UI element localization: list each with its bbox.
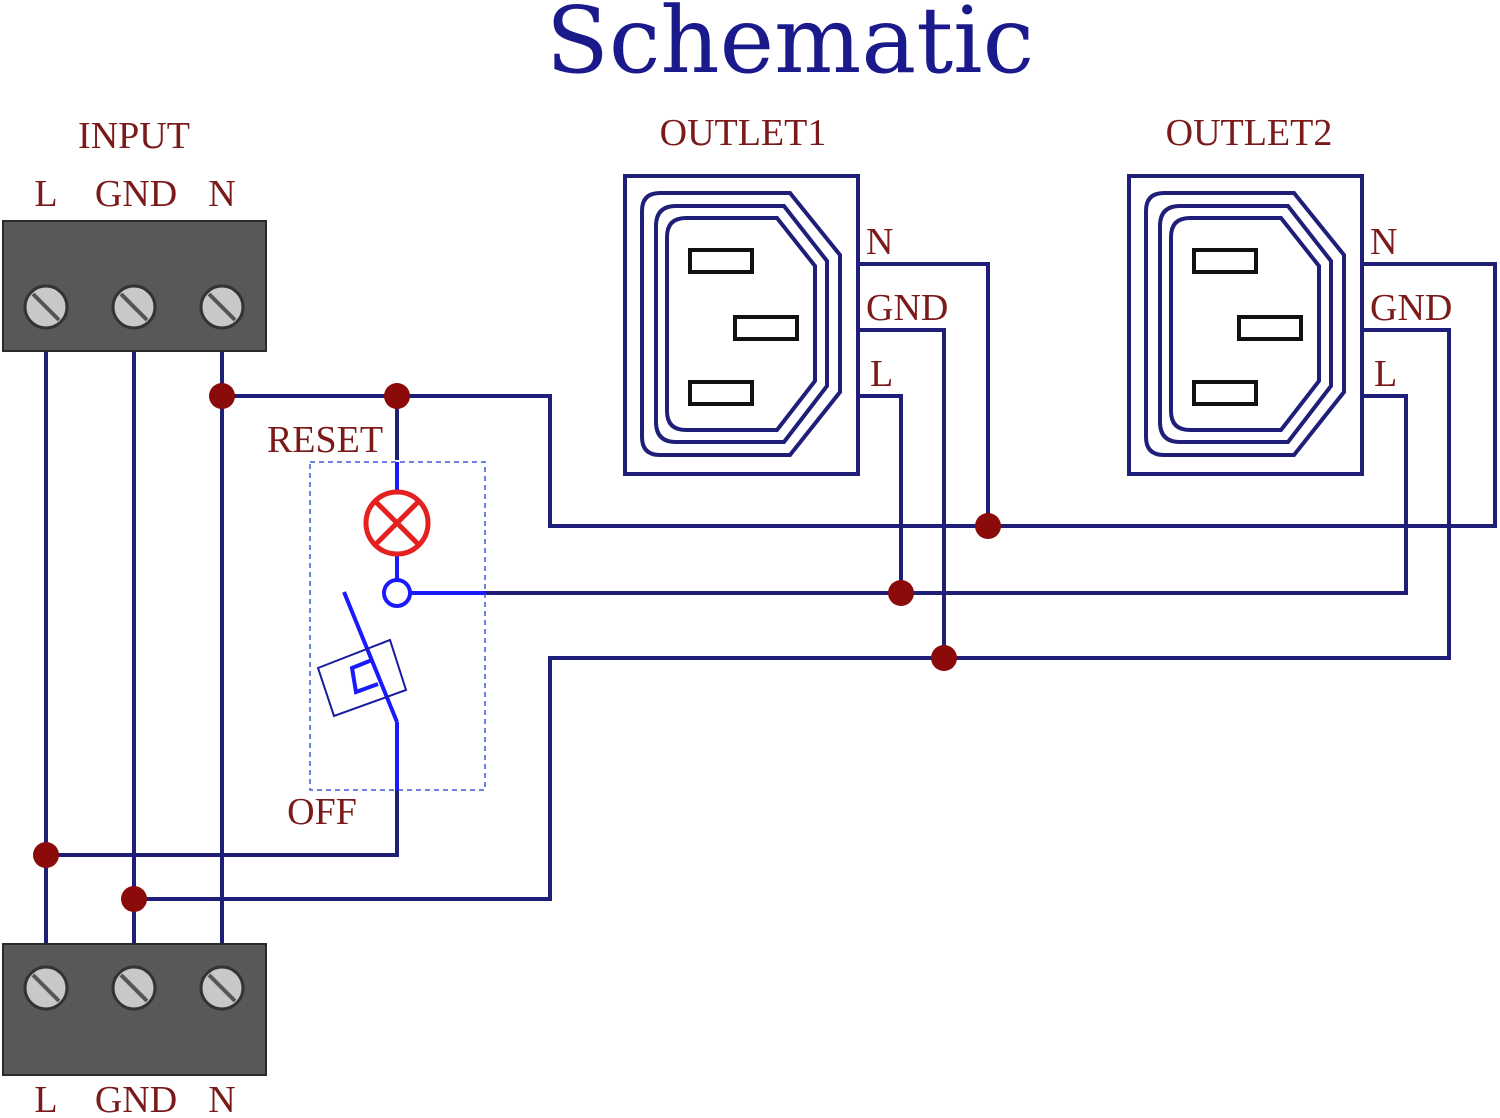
outlet2-label: OUTLET2 bbox=[1166, 112, 1333, 154]
outlet1-pin-gnd-label: GND bbox=[866, 287, 948, 329]
outlet1-label: OUTLET1 bbox=[660, 112, 827, 154]
input-terminal-n-label: N bbox=[208, 173, 235, 215]
junction-node bbox=[121, 886, 147, 912]
screw-icon bbox=[111, 965, 157, 1011]
output-terminal-n-label: N bbox=[208, 1079, 235, 1118]
junction-node bbox=[975, 513, 1001, 539]
junction-node bbox=[888, 580, 914, 606]
junction-node bbox=[931, 645, 957, 671]
outlet1-pin-l-label: L bbox=[870, 353, 893, 395]
wire-outlet1-n bbox=[858, 262, 990, 526]
screw-icon bbox=[111, 284, 157, 330]
input-terminal-gnd-label: GND bbox=[95, 173, 177, 215]
screw-icon bbox=[199, 284, 245, 330]
input-label: INPUT bbox=[78, 115, 190, 157]
screw-icon bbox=[199, 965, 245, 1011]
input-terminal-block bbox=[2, 220, 267, 352]
diagram-title: Schematic bbox=[546, 0, 1034, 94]
screw-icon bbox=[23, 284, 69, 330]
thermal-breaker-switch-icon bbox=[316, 591, 408, 790]
outlet1-pin-n-label: N bbox=[866, 221, 893, 263]
wire-n-bus bbox=[222, 262, 1497, 528]
wire-l-bus bbox=[411, 394, 1408, 595]
output-terminal-gnd-label: GND bbox=[95, 1079, 177, 1118]
screw-icon bbox=[23, 965, 69, 1011]
contact-terminal-icon bbox=[382, 578, 412, 608]
breaker-off-label: OFF bbox=[287, 791, 357, 833]
breaker-reset-label: RESET bbox=[267, 419, 383, 461]
outlet2-pin-l-label: L bbox=[1374, 353, 1397, 395]
junction-node bbox=[209, 383, 235, 409]
junction-node bbox=[384, 383, 410, 409]
breaker-enclosure bbox=[309, 461, 486, 791]
wire-outlet1-l bbox=[858, 394, 903, 593]
outlet2-pin-n-label: N bbox=[1370, 221, 1397, 263]
indicator-lamp-icon bbox=[363, 489, 431, 557]
junction-node bbox=[33, 842, 59, 868]
output-terminal-l-label: L bbox=[34, 1079, 57, 1118]
outlet2-pin-gnd-label: GND bbox=[1370, 287, 1452, 329]
wire-l-to-breaker bbox=[46, 790, 399, 857]
outlet2-socket-icon bbox=[1127, 174, 1364, 476]
wire-gnd-bus bbox=[134, 328, 1451, 901]
outlet1-socket-icon bbox=[623, 174, 860, 476]
wire-outlet1-gnd bbox=[858, 328, 946, 658]
output-terminal-block bbox=[2, 943, 267, 1076]
input-terminal-l-label: L bbox=[34, 173, 57, 215]
